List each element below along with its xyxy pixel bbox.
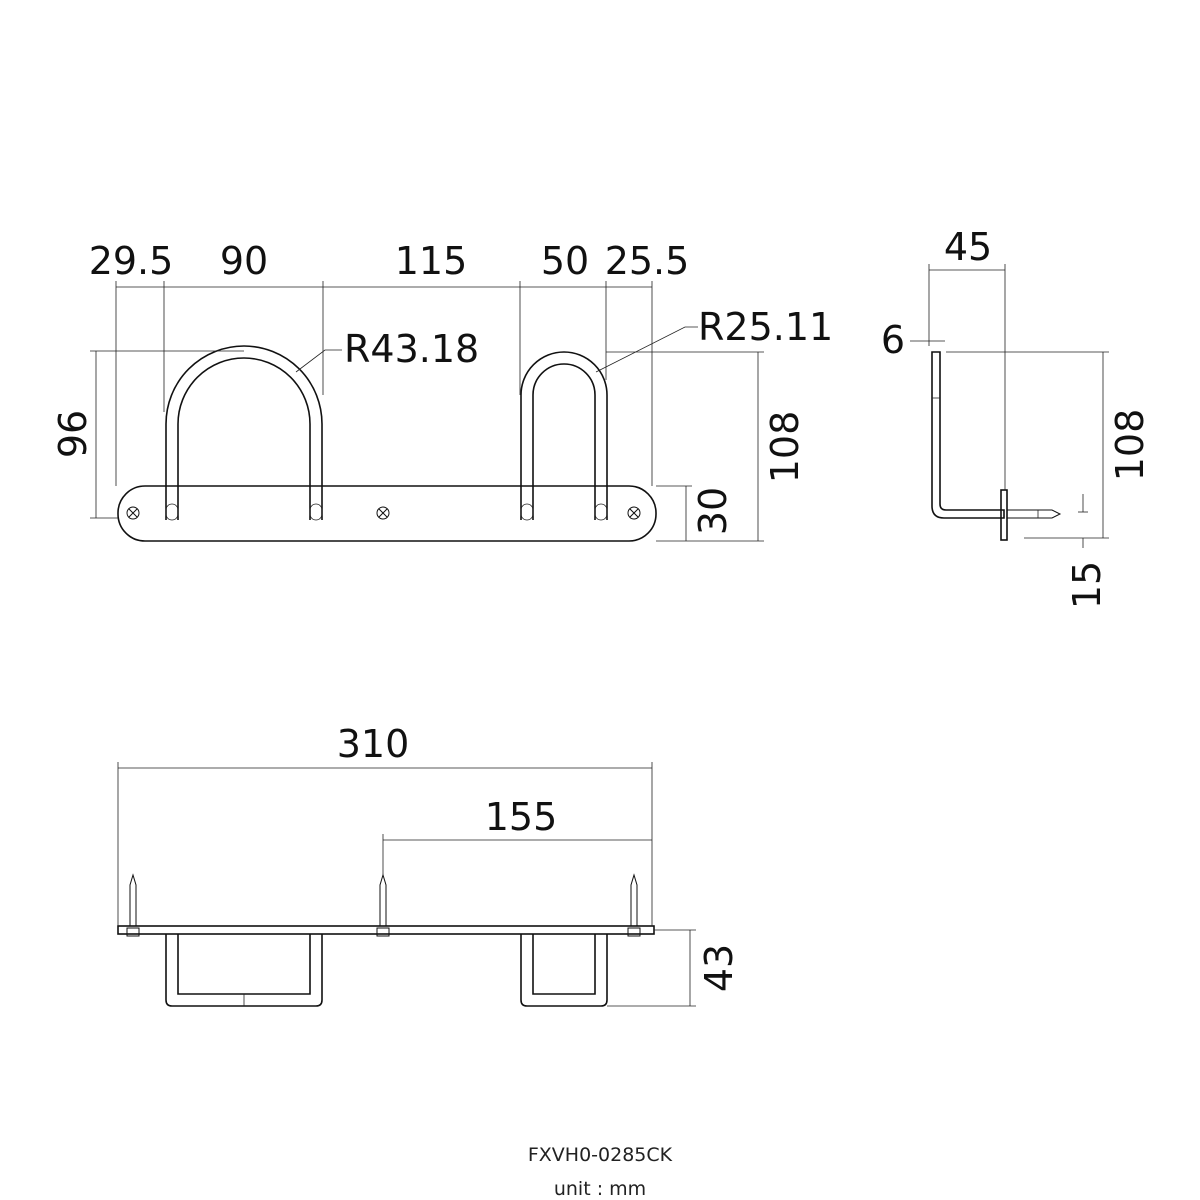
dim-115: 115	[395, 239, 468, 283]
small-hook-left-end	[520, 503, 534, 521]
dim-6: 6	[881, 318, 905, 362]
screw-right	[627, 506, 641, 520]
dim-29-5: 29.5	[89, 239, 174, 283]
dim-25-5: 25.5	[605, 239, 690, 283]
dim-90: 90	[220, 239, 268, 283]
screw-left	[126, 506, 140, 520]
side-hook-profile	[931, 351, 1005, 519]
front-view: 29.5 90 115 50 25.5 R43.18 R25.11 96 108…	[51, 239, 833, 542]
dim-50: 50	[541, 239, 589, 283]
small-hook-inner	[532, 363, 596, 520]
top-screw-right	[627, 873, 641, 937]
unit-label: unit : mm	[553, 1178, 647, 1200]
dim-15: 15	[1065, 561, 1109, 609]
dim-108-side: 108	[1108, 409, 1152, 482]
large-hook-left-end	[165, 503, 179, 521]
dim-96: 96	[51, 410, 95, 458]
side-view: 45 6 108 15	[881, 225, 1152, 609]
small-hook-right-end	[594, 503, 608, 521]
top-view: 310 155 43	[117, 722, 741, 1007]
dim-r43-18: R43.18	[344, 327, 479, 371]
top-mounting-plate	[117, 925, 655, 935]
dim-45: 45	[944, 225, 992, 269]
dim-108-front: 108	[763, 411, 807, 484]
side-wall-plate	[1000, 489, 1008, 541]
model-number: FXVH0-0285CK	[527, 1144, 673, 1166]
top-screw-center	[376, 873, 390, 937]
dim-43: 43	[697, 944, 741, 992]
top-small-hook	[520, 934, 608, 1007]
large-hook	[165, 345, 323, 520]
screw-center	[376, 506, 390, 520]
dim-310: 310	[337, 722, 410, 766]
small-hook	[520, 351, 608, 520]
top-screw-left	[126, 873, 140, 937]
dim-r25-11: R25.11	[698, 305, 833, 349]
large-hook-inner	[177, 357, 311, 520]
side-screw	[1007, 509, 1062, 519]
large-hook-right-end	[309, 503, 323, 521]
dim-30: 30	[691, 487, 735, 535]
dim-155: 155	[485, 795, 558, 839]
front-mounting-plate	[117, 485, 657, 542]
